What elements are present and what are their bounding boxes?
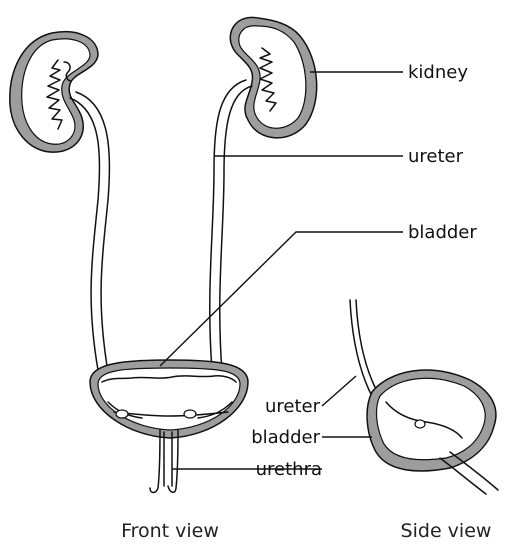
front-bladder xyxy=(90,360,248,493)
side-view-caption: Side view xyxy=(401,520,492,542)
side-bladder-label: bladder xyxy=(251,427,320,448)
urethra-label: urethra xyxy=(256,459,322,480)
front-ureters xyxy=(70,80,252,372)
side-ureter-label: ureter xyxy=(265,396,321,417)
left-kidney xyxy=(10,32,98,152)
ureter-label: ureter xyxy=(408,146,464,167)
right-kidney xyxy=(230,17,316,137)
side-view-drawing xyxy=(350,300,498,494)
kidney-label: kidney xyxy=(408,62,468,83)
bladder-leader xyxy=(160,232,403,366)
side-ureter-leader xyxy=(322,376,356,406)
bladder-label: bladder xyxy=(408,222,477,243)
front-view-caption: Front view xyxy=(121,520,219,542)
